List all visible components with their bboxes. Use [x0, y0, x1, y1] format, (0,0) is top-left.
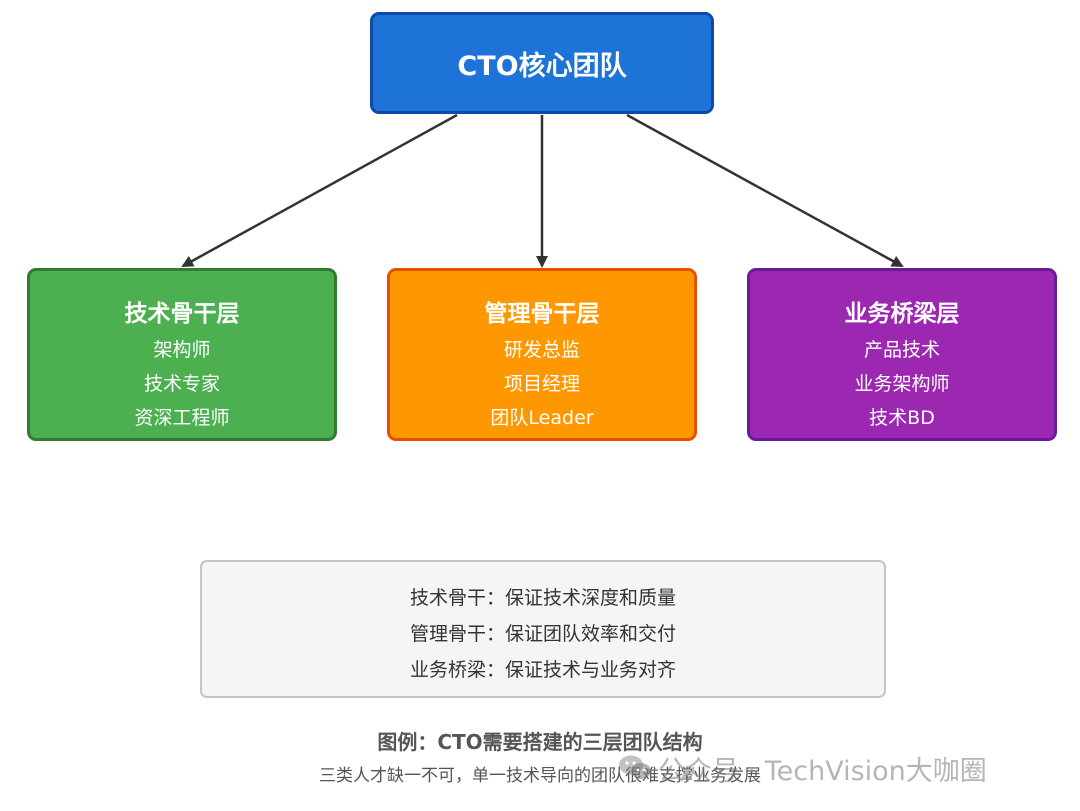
cto-core-team-node: CTO核心团队 [370, 12, 714, 114]
tech-layer-item: 技术专家 [143, 373, 220, 395]
legend-line-tech: 技术骨干：保证技术深度和质量 [409, 587, 676, 609]
legend-line-biz: 业务桥梁：保证技术与业务对齐 [409, 659, 676, 681]
biz-layer-item: 产品技术 [863, 339, 940, 361]
mgmt-backbone-layer-node: 管理骨干层 研发总监 项目经理 团队Leader [387, 268, 697, 441]
legend-line-mgmt: 管理骨干：保证团队效率和交付 [409, 623, 676, 645]
tech-layer-item: 架构师 [153, 339, 211, 361]
arrow-to-biz-layer [626, 113, 904, 268]
wechat-icon [619, 755, 651, 779]
watermark: 公众号 · TechVision大咖圈 [618, 748, 987, 788]
arrow-to-tech-layer [181, 113, 458, 268]
biz-layer-item: 技术BD [869, 407, 935, 429]
mgmt-layer-item: 项目经理 [503, 373, 580, 395]
mgmt-layer-item: 团队Leader [490, 407, 594, 429]
caption-title: 图例：CTO需要搭建的三层团队结构 [377, 730, 703, 754]
watermark-text: 公众号 · TechVision大咖圈 [658, 755, 987, 787]
mgmt-layer-item: 研发总监 [503, 339, 580, 361]
tech-layer-title: 技术骨干层 [124, 301, 240, 327]
biz-layer-title: 业务桥梁层 [844, 301, 960, 327]
legend-box: 技术骨干：保证技术深度和质量 管理骨干：保证团队效率和交付 业务桥梁：保证技术与… [200, 560, 886, 698]
mgmt-layer-title: 管理骨干层 [484, 301, 600, 327]
tech-layer-item: 资深工程师 [134, 407, 230, 429]
biz-bridge-layer-node: 业务桥梁层 产品技术 业务架构师 技术BD [747, 268, 1057, 441]
cto-core-team-label: CTO核心团队 [457, 50, 627, 82]
tech-backbone-layer-node: 技术骨干层 架构师 技术专家 资深工程师 [27, 268, 337, 441]
biz-layer-item: 业务架构师 [854, 373, 950, 395]
